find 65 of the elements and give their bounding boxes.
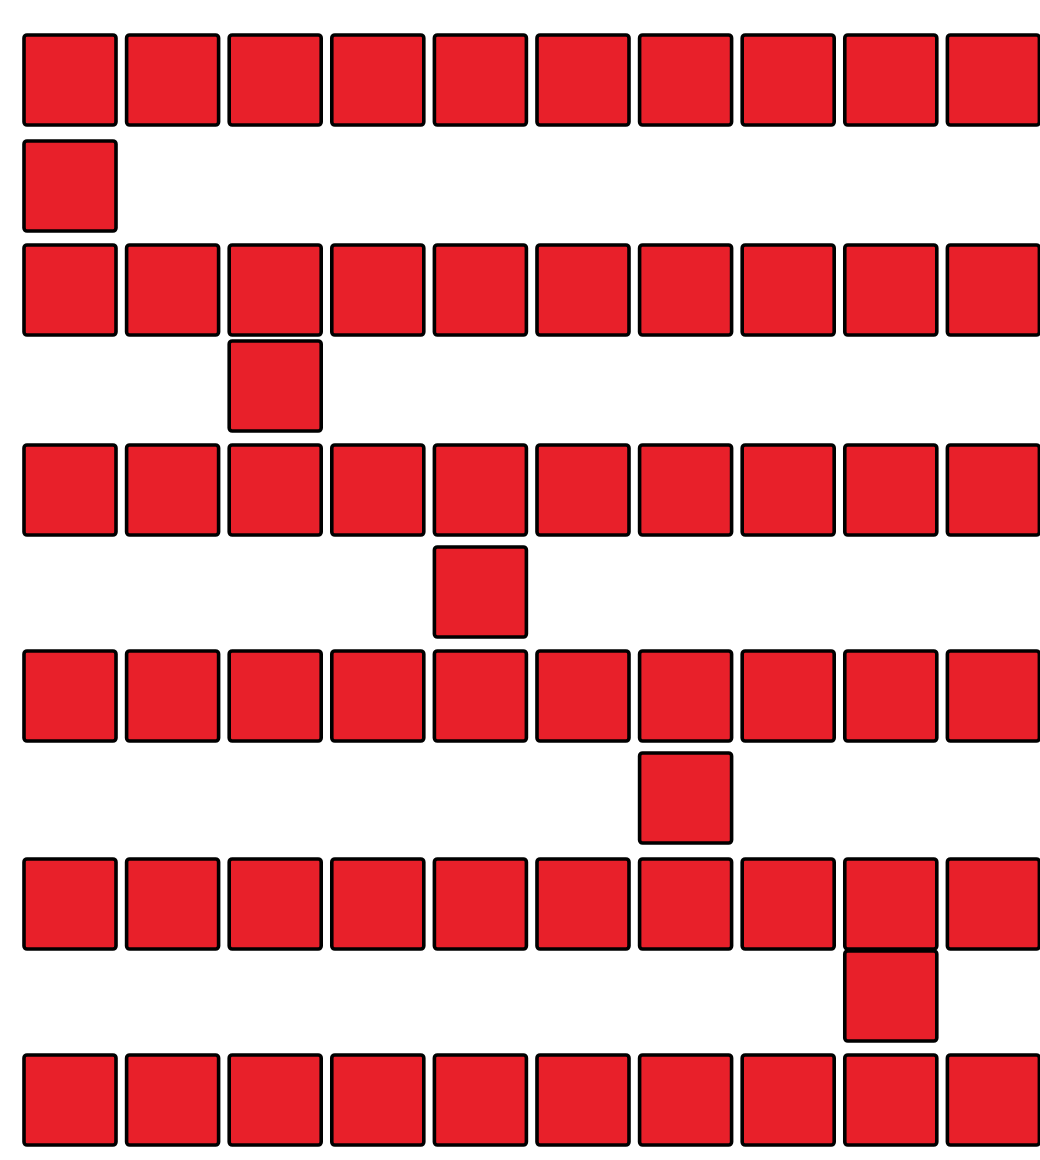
square <box>535 33 631 127</box>
square <box>740 857 836 951</box>
square <box>22 243 118 337</box>
square <box>432 857 529 951</box>
square <box>432 1053 529 1147</box>
square <box>740 1053 836 1147</box>
square <box>740 243 836 337</box>
square <box>843 33 939 127</box>
square <box>227 857 323 951</box>
square <box>432 443 529 537</box>
square <box>637 33 734 127</box>
square <box>945 243 1040 337</box>
square <box>432 545 529 639</box>
square <box>535 243 631 337</box>
square <box>330 649 426 743</box>
square <box>945 857 1040 951</box>
square <box>535 649 631 743</box>
square <box>124 243 221 337</box>
square <box>843 857 939 951</box>
square <box>330 33 426 127</box>
square <box>432 33 529 127</box>
square <box>22 443 118 537</box>
square <box>227 1053 323 1147</box>
square <box>22 33 118 127</box>
square <box>227 443 323 537</box>
square <box>22 1053 118 1147</box>
square <box>740 443 836 537</box>
square <box>843 443 939 537</box>
square <box>330 243 426 337</box>
square <box>945 33 1040 127</box>
square <box>945 649 1040 743</box>
square <box>843 243 939 337</box>
square <box>637 649 734 743</box>
square <box>945 443 1040 537</box>
square <box>330 857 426 951</box>
square <box>740 33 836 127</box>
square <box>124 857 221 951</box>
square <box>330 443 426 537</box>
square <box>637 243 734 337</box>
square <box>227 33 323 127</box>
square <box>227 649 323 743</box>
square <box>22 649 118 743</box>
square <box>637 751 734 845</box>
square <box>535 1053 631 1147</box>
square <box>227 339 323 433</box>
square <box>945 1053 1040 1147</box>
square <box>637 1053 734 1147</box>
square <box>432 243 529 337</box>
square <box>637 857 734 951</box>
square <box>843 649 939 743</box>
square <box>740 649 836 743</box>
square <box>637 443 734 537</box>
square <box>124 1053 221 1147</box>
square <box>22 857 118 951</box>
square <box>843 949 939 1043</box>
square <box>124 649 221 743</box>
square <box>843 1053 939 1147</box>
square <box>124 33 221 127</box>
square <box>330 1053 426 1147</box>
square <box>124 443 221 537</box>
square <box>432 649 529 743</box>
square <box>535 443 631 537</box>
square <box>227 243 323 337</box>
square <box>22 139 118 233</box>
square <box>535 857 631 951</box>
